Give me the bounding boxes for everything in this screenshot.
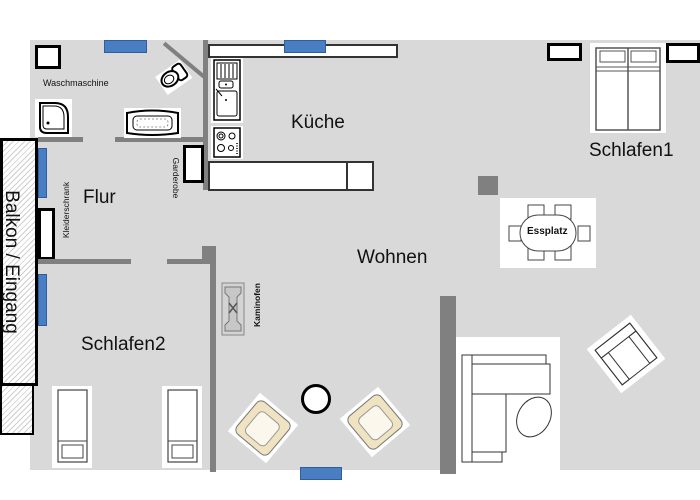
kitchen-sink-icon <box>211 58 243 123</box>
single-bed-left-icon <box>52 386 92 468</box>
wall-bath-flur-left <box>38 137 83 142</box>
room-label-wohnen: Wohnen <box>357 247 428 268</box>
balcony-lower <box>0 380 34 435</box>
wall-schlafen2-wohnen <box>210 246 216 472</box>
wall-flur-schlafen2-right <box>167 259 212 264</box>
shower-icon <box>35 99 72 137</box>
window-wohnen <box>300 467 342 480</box>
fireplace-icon <box>221 282 245 336</box>
kitchen-island <box>208 161 348 191</box>
entrance-door <box>38 208 55 260</box>
toilet-icon <box>155 59 193 96</box>
wall-bath-flur-right <box>115 137 205 142</box>
wall-pillar-top <box>202 246 216 260</box>
armchair-left-icon <box>227 392 299 464</box>
window-schlafen2 <box>38 274 47 326</box>
window-kitchen-overlay <box>284 40 326 53</box>
single-bed-right-icon <box>162 386 202 468</box>
kitchen-island-end <box>346 161 374 191</box>
washing-machine <box>35 45 61 69</box>
kaminofen-label: Kaminofen <box>252 283 262 327</box>
corner-sofa-icon <box>456 337 560 470</box>
wall-wohnen-divider <box>440 296 456 474</box>
window-bath <box>104 40 147 53</box>
balcony-entrance <box>0 138 38 386</box>
armchair-white-icon <box>586 314 666 394</box>
double-bed-icon <box>590 43 666 133</box>
bathtub-icon <box>124 108 181 138</box>
round-side-table <box>301 384 331 414</box>
wall-bath-kitchen <box>203 40 208 190</box>
nightstand-left <box>547 43 582 61</box>
room-label-schlafen1: Schlafen1 <box>589 140 674 161</box>
nightstand-right <box>666 43 700 63</box>
balcony-label: Balkon / Eingang <box>1 190 22 334</box>
pillar-wohnen <box>478 176 498 195</box>
waschmaschine-label: Waschmaschine <box>43 78 109 88</box>
dining-table-icon <box>500 198 596 268</box>
essplatz-label: Essplatz <box>527 226 568 237</box>
room-label-flur: Flur <box>83 187 116 208</box>
room-label-schlafen2: Schlafen2 <box>81 334 166 355</box>
stove-icon <box>211 126 243 159</box>
window-flur <box>38 148 47 198</box>
kleiderschrank-label: Kleiderschrank <box>61 181 71 239</box>
room-label-kueche: Küche <box>291 112 345 133</box>
garderobe-cabinet <box>183 145 204 183</box>
garderobe-label: Garderobe <box>171 157 181 199</box>
armchair-right-icon <box>339 386 411 458</box>
wall-flur-schlafen2-left <box>38 259 131 264</box>
